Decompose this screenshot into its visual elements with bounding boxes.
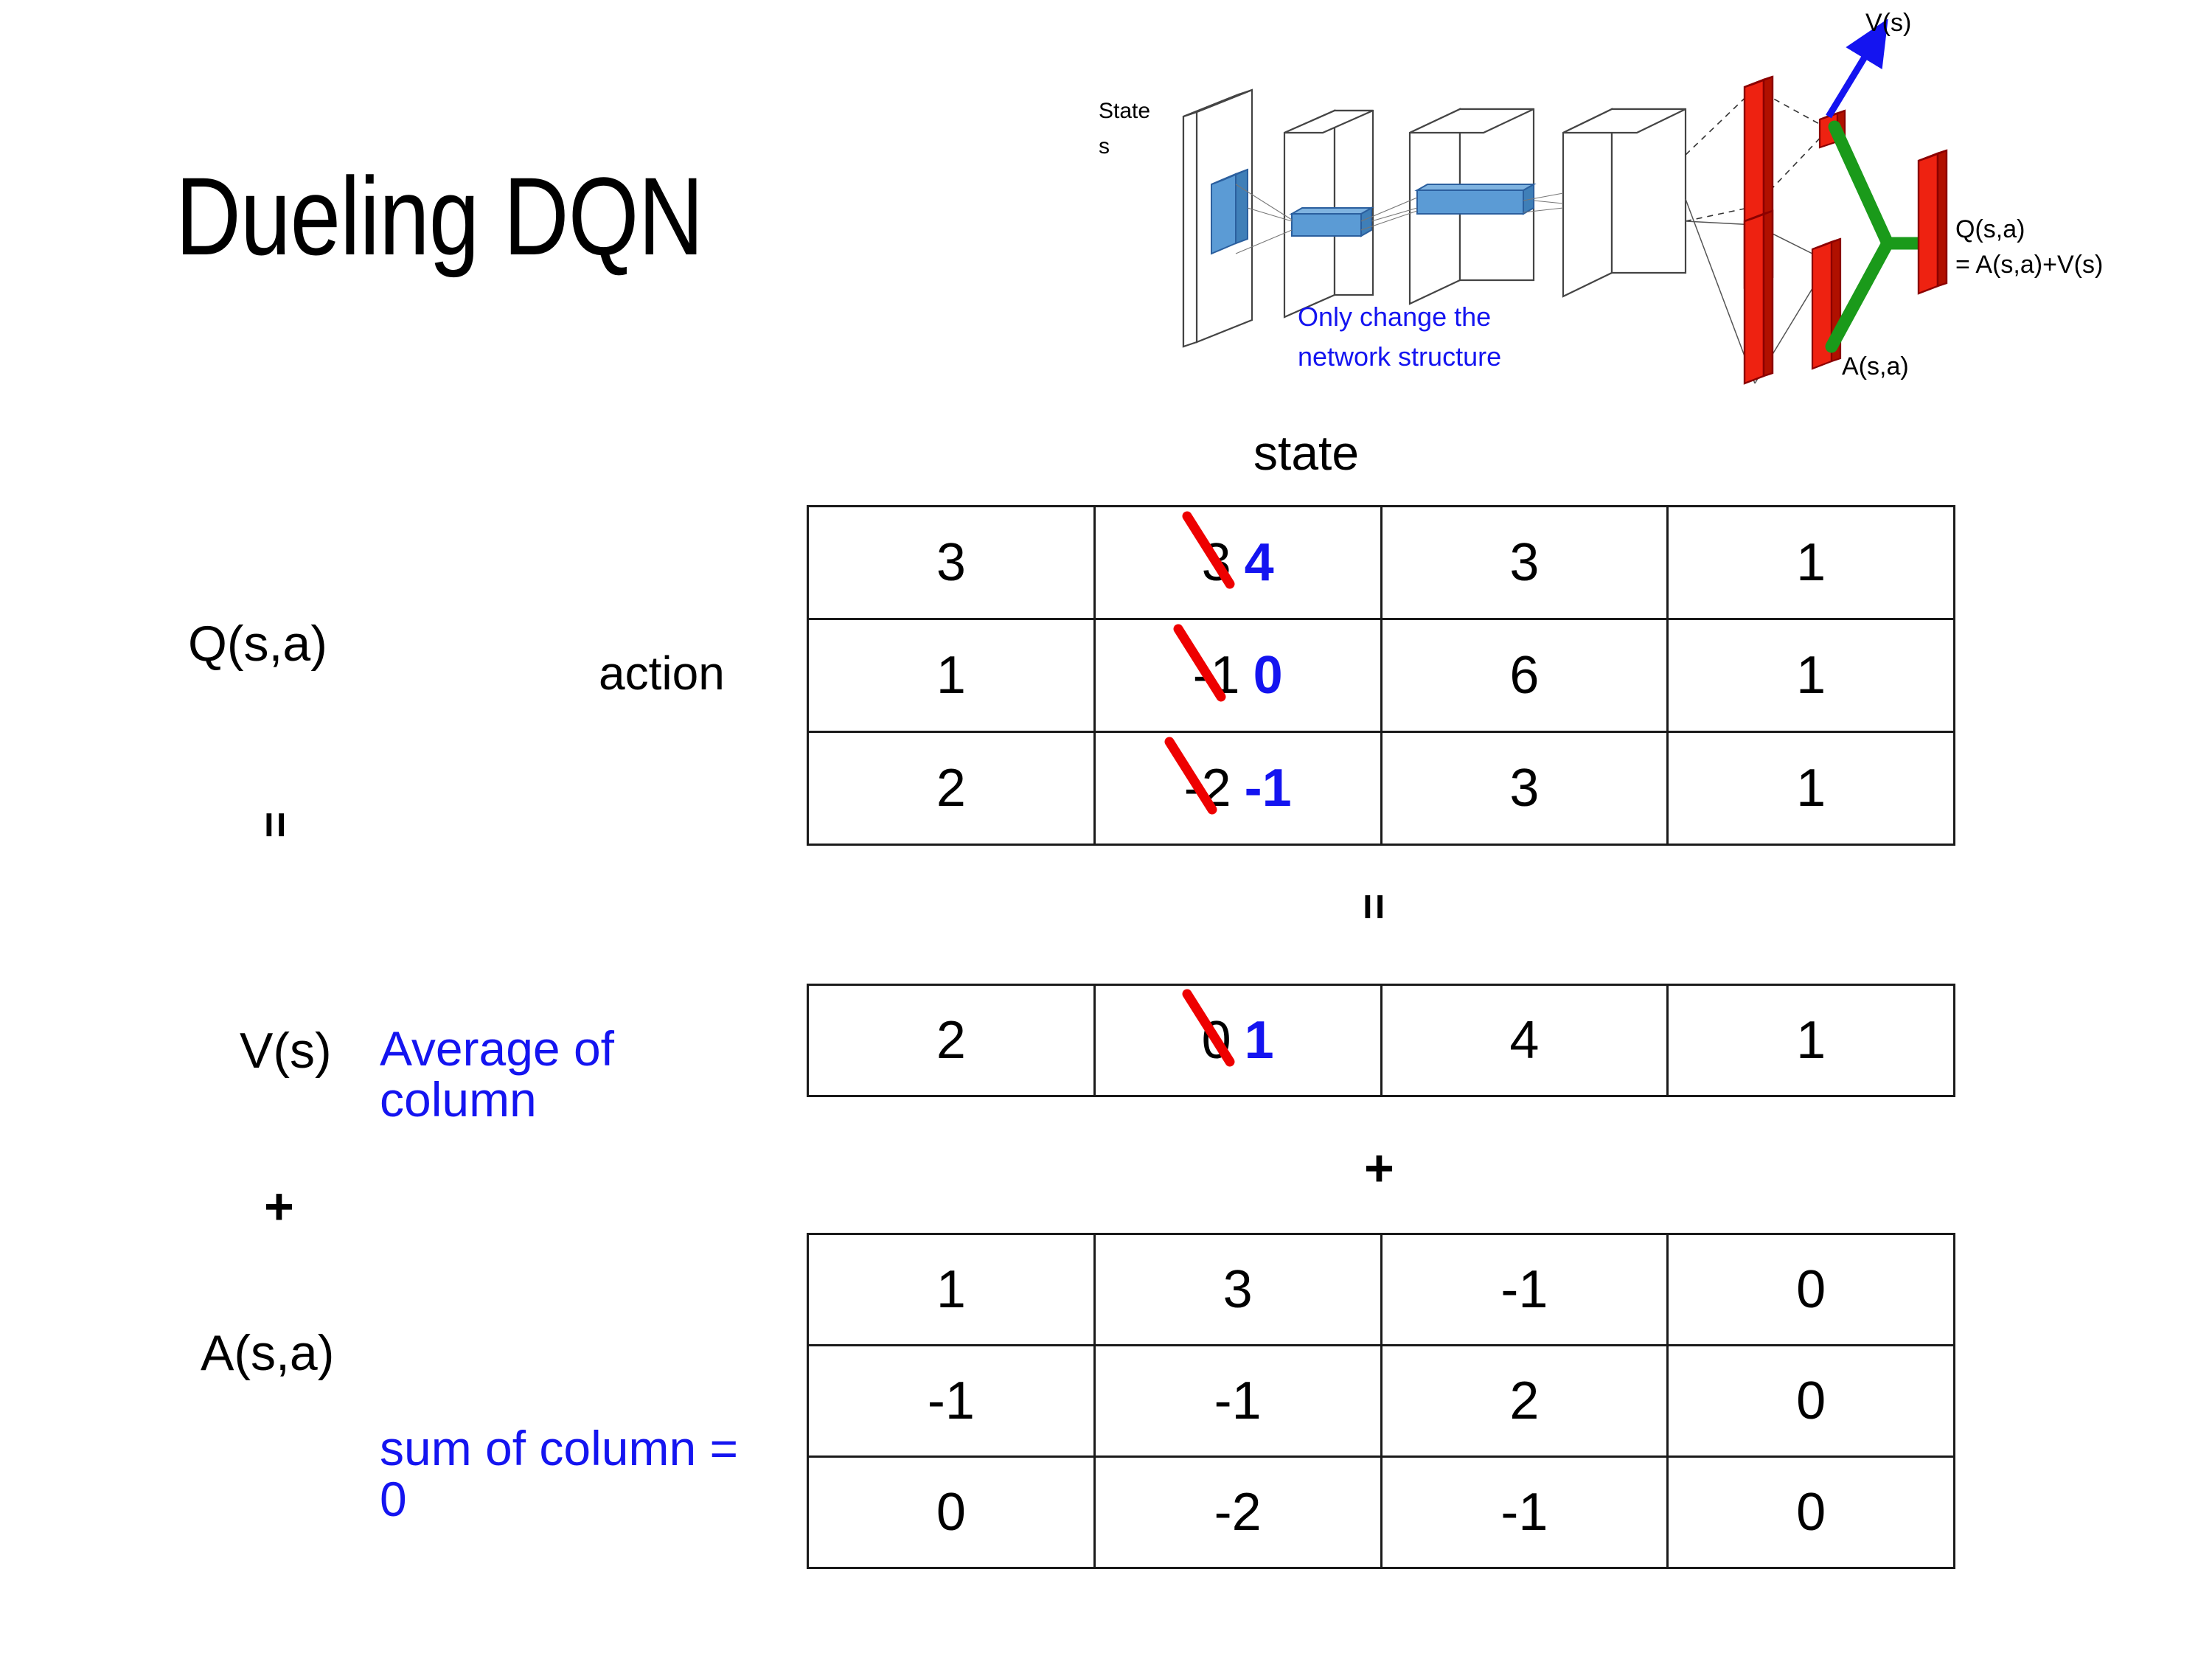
dueling-network-diagram: State s V(s) A(s,a) Q(s,a) = A(s,a)+V(s)… [1091,0,2212,413]
table-cell: 1 [1666,731,1955,846]
struck-old-value: 3 [1182,511,1235,593]
corrected-value: 1 [1244,1011,1274,1070]
table-cell: 3 [1093,1233,1382,1346]
table-cell: 4 [1380,984,1669,1097]
page-title: Dueling DQN [175,154,703,278]
table-cell: -1 [1380,1233,1669,1346]
struck-old-value: -1 [1173,624,1240,706]
table-cell: 2 [1380,1344,1669,1458]
table-cell: -1 [1380,1455,1669,1569]
diagram-note-line1: Only change the [1298,302,1491,332]
struck-old-value: 0 [1182,989,1235,1071]
table-cell: -2-1 [1093,731,1382,846]
table-cell: -2 [1093,1455,1382,1569]
struck-old-value: -2 [1164,737,1231,818]
table-cell: 1 [807,618,1096,733]
table-cell: 6 [1380,618,1669,733]
table-cell: 1 [1666,505,1955,620]
corrected-value: 0 [1253,646,1283,705]
v-note: Average of column [380,1021,615,1127]
diagram-input-label-line1: State [1099,99,1150,123]
diagram-output-label-line1: Q(s,a) [1955,215,2025,243]
a-note: sum of column = 0 [380,1421,739,1527]
table-cell: 3 [807,505,1096,620]
table-cell: 3 [1380,505,1669,620]
diagram-advantage-label: A(s,a) [1842,352,1909,380]
table-cell: 0 [1666,1233,1955,1346]
table-cell: 1 [807,1233,1096,1346]
diagram-value-label: V(s) [1865,9,1911,37]
q-table-label: Q(s,a) [188,616,327,672]
table-cell: 0 [1666,1455,1955,1569]
diagram-input-label-line2: s [1099,134,1110,159]
table-cell: 0 [807,1455,1096,1569]
table-cell: -1 [1093,1344,1382,1458]
table-cell: 1 [1666,618,1955,733]
plus-sign-left: + [264,1178,294,1235]
table-cell: -1 [807,1344,1096,1458]
diagram-output-label-line2: = A(s,a)+V(s) [1955,251,2103,279]
plus-sign-center: + [1364,1139,1394,1197]
v-table-label: V(s) [240,1023,332,1079]
table-cell: 3 [1380,731,1669,846]
table-cell: 0 [1666,1344,1955,1458]
table-cell: 2 [807,731,1096,846]
equals-sign-center: = [1348,893,1399,920]
action-axis-label: action [599,647,725,700]
equals-sign-left: = [249,811,301,838]
table-cell: 1 [1666,984,1955,1097]
corrected-value: -1 [1244,759,1292,818]
corrected-value: 4 [1244,533,1274,592]
diagram-note-line2: network structure [1298,341,1501,372]
a-table-label: A(s,a) [201,1325,335,1381]
table-cell: 2 [807,984,1096,1097]
state-axis-label: state [1253,425,1360,480]
